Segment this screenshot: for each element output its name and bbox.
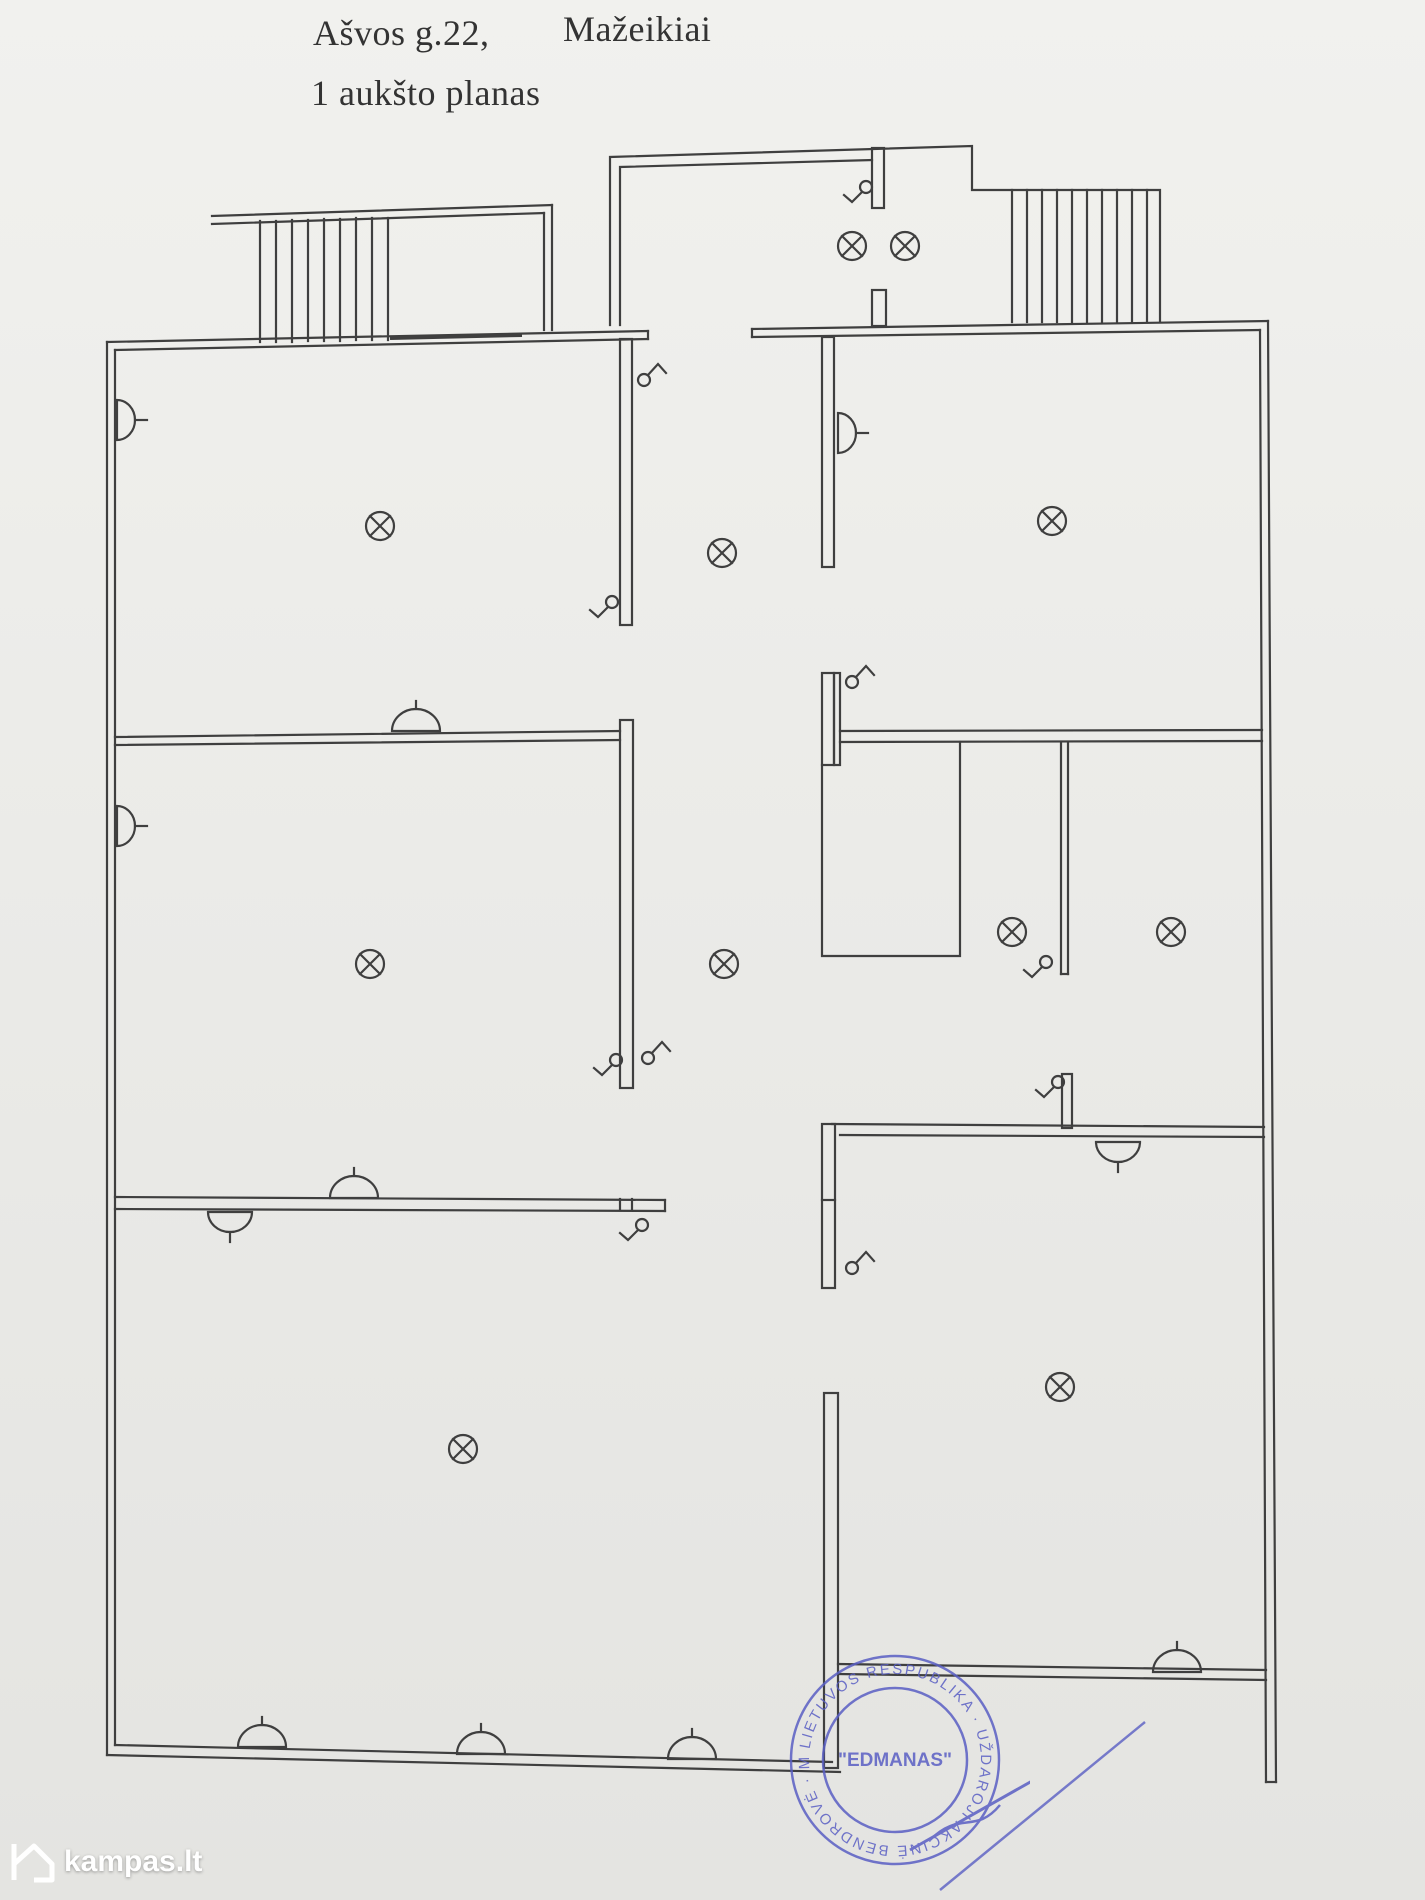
wall-sockets — [115, 398, 1203, 1761]
kampas-watermark: kampas.lt — [8, 1838, 202, 1886]
company-stamp: LIETUVOS RESPUBLIKA · UŽDAROJI AKCINĖ BE… — [760, 1640, 1030, 1866]
interior-walls — [113, 335, 1268, 1770]
stamp-company-name: "EDMANAS" — [838, 1750, 952, 1771]
left-porch — [210, 203, 554, 344]
address-title: Ašvos g.22, — [313, 13, 490, 53]
light-switches — [588, 179, 1066, 1276]
watermark-text: kampas.lt — [64, 1845, 203, 1878]
city-title: Mažeikiai — [563, 9, 712, 49]
signature — [939, 1721, 1146, 1891]
exterior-walls — [105, 319, 1278, 1784]
vestibule — [608, 144, 1162, 328]
house-logo-icon — [11, 1843, 55, 1883]
plan-title: 1 aukšto planas — [311, 73, 541, 113]
